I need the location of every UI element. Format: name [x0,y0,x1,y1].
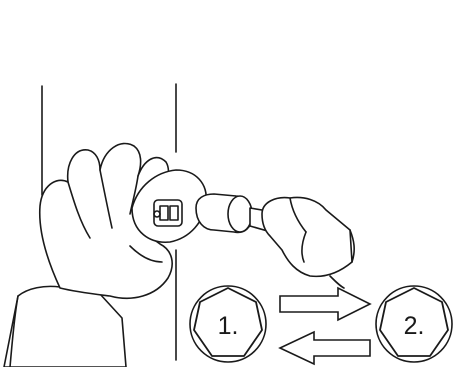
right-hand [262,198,354,289]
arrow-right [280,288,370,320]
step-1-marker: 1. [190,286,266,362]
step-2-label: 2. [404,312,425,340]
step-2-marker: 2. [376,286,452,362]
arrow-left [280,332,370,364]
step-1-label: 1. [218,312,239,340]
left-hand [4,143,172,367]
